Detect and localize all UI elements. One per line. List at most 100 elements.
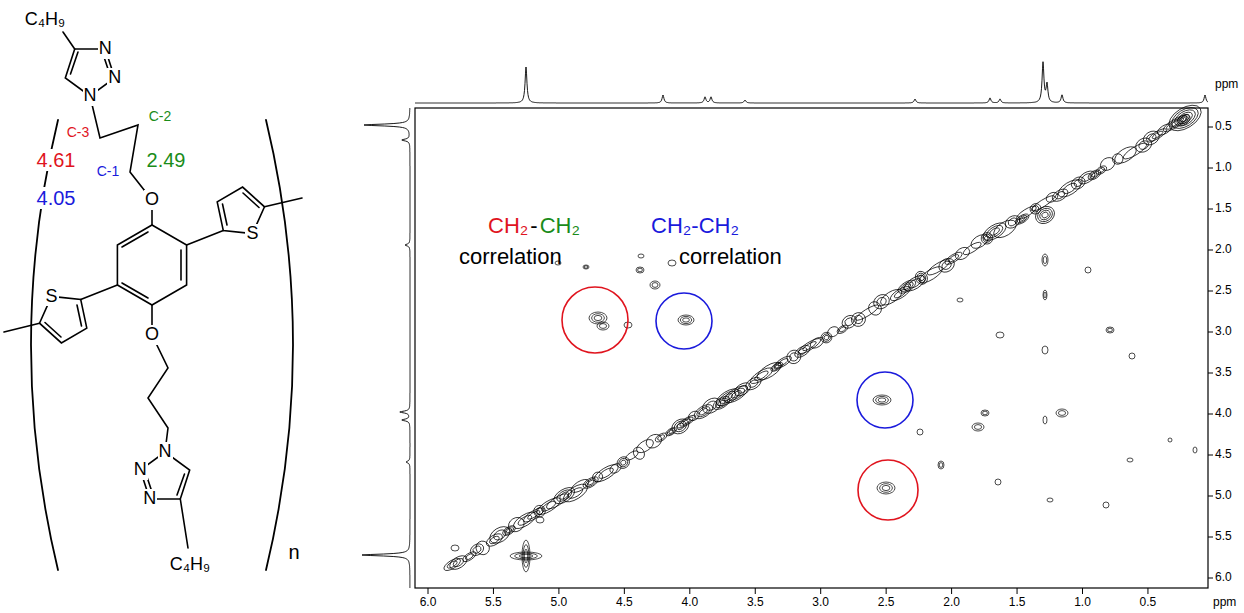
contour	[1168, 103, 1202, 132]
axis-tick-label: 6.0	[419, 596, 438, 609]
contour	[1127, 458, 1133, 462]
axis-unit: ppm	[1212, 596, 1237, 609]
plot-frame	[415, 108, 1208, 588]
contour	[1129, 353, 1135, 359]
contour	[652, 283, 658, 288]
contour	[501, 524, 517, 538]
contour	[583, 265, 589, 269]
contour	[1091, 172, 1098, 178]
contour	[866, 299, 884, 317]
contour	[472, 545, 483, 555]
contour	[981, 233, 992, 244]
contour	[962, 240, 983, 257]
contour	[957, 298, 963, 302]
contour	[511, 509, 539, 532]
shift-value: 4.61	[36, 149, 77, 171]
tick-mark	[558, 588, 559, 594]
contour	[636, 267, 644, 273]
tick-mark	[1208, 496, 1213, 497]
contour	[1172, 106, 1198, 129]
blue-circle	[857, 372, 913, 428]
axis-tick-label: 1.5	[1008, 596, 1027, 609]
contour	[1164, 100, 1205, 136]
contour	[1044, 190, 1059, 204]
contour	[819, 330, 834, 345]
contour	[876, 396, 889, 403]
atom-label: S	[245, 224, 259, 244]
tick-mark	[755, 588, 756, 594]
correlation-title: CH₂	[539, 214, 581, 238]
contour	[917, 429, 923, 435]
contour	[1179, 113, 1190, 123]
contour	[1043, 290, 1047, 300]
atom-label: N	[83, 86, 98, 106]
carbon-label: C-2	[148, 109, 173, 124]
contour	[668, 260, 676, 266]
axis-tick-label: 5.0	[1214, 489, 1233, 502]
contour	[1003, 213, 1022, 231]
contour	[1086, 168, 1102, 182]
contour	[849, 310, 868, 329]
contour	[773, 354, 793, 370]
contour	[980, 219, 1009, 244]
contour	[654, 431, 669, 443]
contour	[1044, 292, 1046, 298]
contour	[722, 383, 750, 406]
contour	[503, 526, 514, 536]
contour-peaks	[442, 100, 1205, 573]
contour	[1073, 178, 1084, 188]
axis-tick-label: 1.5	[1214, 202, 1233, 215]
contour	[974, 425, 981, 430]
alkyl-group: C₄H₉	[169, 555, 211, 575]
atom-label: N	[133, 460, 148, 480]
contour	[972, 423, 984, 431]
contour	[540, 499, 557, 513]
contour	[902, 283, 911, 291]
tick-mark	[886, 588, 887, 594]
tick-mark	[1208, 209, 1213, 210]
contour	[1015, 204, 1038, 222]
axis-ticks	[428, 127, 1213, 594]
contour	[678, 315, 694, 325]
axis-tick-label: 3.0	[811, 596, 830, 609]
contour	[969, 232, 991, 251]
axis-tick-label: 2.0	[1214, 243, 1233, 256]
tick-mark	[1208, 578, 1213, 579]
contour	[664, 426, 677, 437]
axis-tick-label: 2.5	[1214, 284, 1233, 297]
contour	[730, 389, 742, 399]
contour	[523, 545, 529, 568]
contour	[1054, 190, 1066, 200]
contour	[594, 315, 602, 320]
contour	[1035, 206, 1055, 225]
atom-label: O	[144, 190, 160, 210]
red-circle	[858, 460, 918, 520]
contour	[620, 459, 627, 466]
axis-tick-label: 3.5	[746, 596, 765, 609]
axis-tick-label: 0.5	[1214, 120, 1233, 133]
contour	[1176, 110, 1195, 126]
contour	[936, 256, 957, 275]
axis-tick-label: 2.0	[942, 596, 961, 609]
tick-mark	[1208, 537, 1213, 538]
correlation-title: -	[529, 214, 538, 238]
projection-trace	[362, 108, 410, 588]
contour	[840, 313, 859, 331]
contour	[515, 553, 538, 559]
contour	[1043, 416, 1047, 424]
contour	[991, 217, 1019, 242]
tick-mark	[428, 588, 429, 594]
tick-mark	[1208, 373, 1213, 374]
contour	[657, 434, 666, 442]
contour	[1042, 254, 1048, 266]
atom-label: N	[158, 442, 173, 462]
contour	[1038, 208, 1052, 221]
highlight-circles	[562, 287, 918, 520]
axis-tick-label: 5.0	[550, 596, 569, 609]
tick-mark	[1208, 168, 1213, 169]
axis-tick-label: 2.5	[877, 596, 896, 609]
contour	[995, 479, 1001, 485]
contour	[875, 296, 888, 308]
contour	[597, 322, 609, 330]
